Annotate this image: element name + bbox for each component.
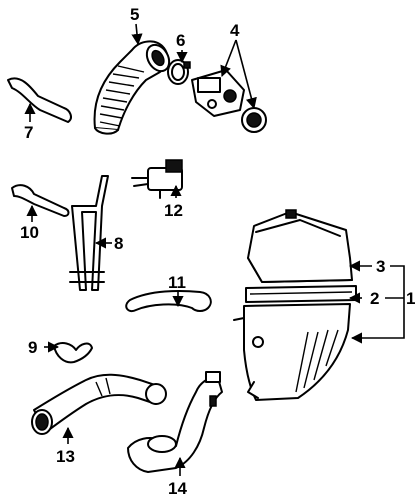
- callout-4: 4: [230, 21, 240, 40]
- callout-5: 5: [130, 5, 139, 24]
- callout-9: 9: [28, 338, 37, 357]
- leader-lines: [24, 23, 405, 476]
- callout-labels: 5 6 4 7 12 10 8 11 9 13 14 3 2 1: [20, 5, 415, 498]
- air-cleaner-part: [233, 209, 357, 401]
- callout-10: 10: [20, 223, 39, 242]
- intake-duct-part: [31, 373, 167, 435]
- callout-11: 11: [168, 273, 186, 292]
- bypass-pipe-part: [69, 175, 109, 291]
- airflow-meter-part: [191, 69, 267, 133]
- callout-13: 13: [56, 447, 75, 466]
- callout-3: 3: [376, 257, 385, 276]
- callout-8: 8: [114, 234, 123, 253]
- curved-hose-part: [125, 289, 212, 312]
- callout-1: 1: [406, 289, 415, 308]
- short-hose-part: [11, 184, 70, 217]
- callout-2: 2: [370, 289, 379, 308]
- callout-7: 7: [24, 123, 33, 142]
- callout-12: 12: [164, 201, 183, 220]
- vacuum-valve-part: [131, 159, 183, 199]
- resonator-duct-part: [127, 371, 223, 473]
- intake-hose-part: [93, 40, 171, 135]
- elbow-hose-part: [53, 342, 93, 364]
- callout-6: 6: [176, 31, 185, 50]
- callout-14: 14: [168, 479, 187, 498]
- hose-clamp-part: [167, 59, 191, 85]
- small-hose-part: [7, 77, 72, 123]
